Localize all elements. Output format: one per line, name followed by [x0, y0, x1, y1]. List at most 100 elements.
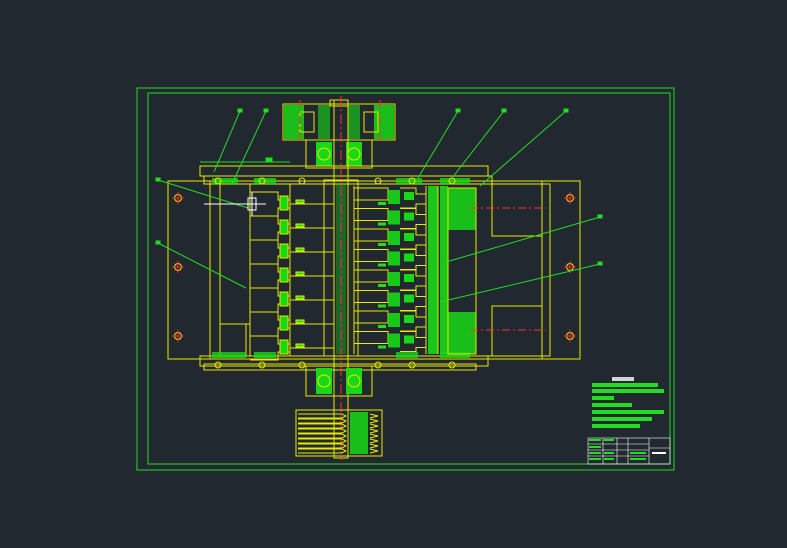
main-shaft	[323, 96, 359, 460]
housing-bolts	[214, 177, 456, 369]
impeller-hatch	[388, 210, 400, 225]
bolt-bottom	[448, 361, 456, 369]
impeller-label-mark	[378, 243, 386, 246]
impeller-hatch	[388, 231, 400, 245]
leader-line	[157, 179, 249, 209]
impeller-hub-hatch	[404, 294, 414, 303]
bolt-top	[408, 177, 416, 185]
pulley-groove	[369, 428, 379, 434]
impeller-hatch	[388, 313, 400, 327]
part-leader-lines	[155, 108, 603, 303]
upper-bearing	[305, 139, 373, 169]
comb-hatch	[279, 315, 289, 331]
pulley-groove	[369, 423, 379, 429]
impeller-hatch	[388, 251, 400, 266]
comb-label-mark	[295, 223, 305, 228]
lower-bearing	[305, 365, 373, 397]
pulley-groove	[298, 413, 348, 419]
comb-hatch	[279, 195, 289, 211]
comb-label-mark	[295, 247, 305, 252]
impeller-label-mark	[378, 222, 386, 226]
leader-balloon	[455, 108, 461, 113]
right-impeller-stack	[353, 186, 427, 354]
pulley-groove	[298, 428, 348, 434]
leader-balloon	[597, 261, 603, 266]
leader-line	[439, 263, 601, 303]
leader-line	[417, 110, 459, 179]
impeller-hatch	[388, 333, 400, 348]
title-block	[587, 437, 671, 465]
pulley-groove	[369, 443, 379, 449]
impeller-blade	[353, 331, 389, 344]
comb-hatch	[279, 267, 289, 283]
centerlines	[299, 100, 546, 331]
bolt-bottom	[258, 361, 266, 369]
impeller-blade	[353, 208, 389, 221]
leader-balloon	[597, 214, 603, 219]
pulley-groove	[369, 413, 379, 419]
pulley-groove	[369, 448, 379, 454]
pulley-groove	[298, 423, 348, 429]
leader-balloon	[563, 108, 569, 113]
impeller-label-mark	[378, 263, 386, 267]
pulley-groove	[298, 418, 348, 424]
impeller-hatch	[388, 272, 400, 286]
bolt-bottom	[298, 361, 306, 369]
pulley-groove	[369, 438, 379, 444]
impeller-label-mark	[378, 202, 386, 205]
sheet-border	[136, 87, 675, 471]
leader-line	[231, 110, 267, 185]
impeller-blade	[353, 249, 389, 262]
left-rotor-comb	[249, 184, 334, 361]
dimension-text-mark	[265, 157, 273, 162]
leader-balloon	[155, 240, 161, 245]
impeller-blade	[353, 269, 389, 283]
impeller-blade	[353, 187, 389, 201]
bolt-top	[214, 177, 222, 185]
impeller-hatch	[388, 292, 400, 307]
impeller-label-mark	[378, 284, 386, 287]
impeller-hub-hatch	[404, 274, 414, 282]
comb-label-mark	[295, 271, 305, 276]
comb-label-mark	[295, 295, 305, 300]
bolt-top	[258, 177, 266, 185]
impeller-label-mark	[378, 345, 386, 349]
impeller-hub-hatch	[404, 233, 414, 241]
impeller-blade	[353, 228, 389, 242]
bolt-bottom	[374, 361, 382, 369]
right-hatched-plates	[428, 186, 477, 355]
leader-balloon	[237, 108, 243, 113]
impeller-label-mark	[378, 325, 386, 328]
impeller-label-mark	[378, 304, 386, 308]
title-block-marks	[589, 439, 666, 460]
pulley-groove	[369, 418, 379, 424]
pulley-groove	[298, 438, 348, 444]
comb-label-mark	[295, 343, 305, 348]
pulley-groove	[298, 448, 348, 454]
bolt-bottom	[408, 361, 416, 369]
pulley-groove	[369, 433, 379, 439]
impeller-blade	[353, 290, 389, 303]
comb-hatch	[279, 291, 289, 307]
leader-line	[213, 110, 241, 173]
leader-balloon	[263, 108, 269, 113]
top-gear-housing	[282, 99, 396, 141]
leader-balloon	[155, 177, 161, 182]
impeller-hub-hatch	[404, 192, 414, 200]
leader-line	[451, 110, 505, 179]
bolt-top	[374, 177, 382, 185]
v-belt-pulley	[295, 409, 383, 457]
impeller-hub-hatch	[404, 315, 414, 323]
leader-line	[479, 110, 567, 187]
impeller-hatch	[388, 190, 400, 204]
leader-balloon	[501, 108, 507, 113]
comb-label-mark	[295, 319, 305, 324]
impeller-hub-hatch	[404, 253, 414, 262]
impeller-blade	[353, 310, 389, 324]
leader-line	[445, 216, 601, 263]
mounting-holes	[172, 192, 576, 342]
bolt-top	[298, 177, 306, 185]
pulley-groove	[298, 433, 348, 439]
bolt-bottom	[214, 361, 222, 369]
